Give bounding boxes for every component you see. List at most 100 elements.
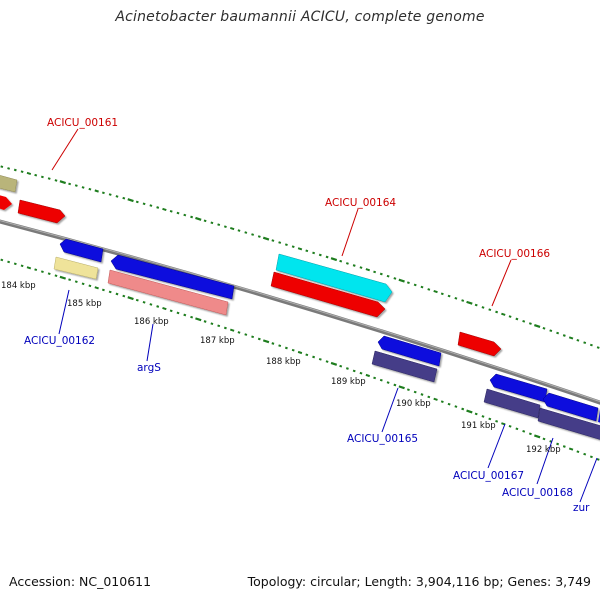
forward-tick bbox=[135, 200, 139, 204]
reverse-tick bbox=[88, 284, 92, 288]
gene-acicu-00165[interactable] bbox=[371, 350, 438, 383]
reverse-tick bbox=[122, 294, 126, 298]
label-zur[interactable]: zur bbox=[573, 502, 590, 514]
forward-tick bbox=[162, 207, 167, 211]
reverse-tick bbox=[576, 450, 580, 454]
forward-tick bbox=[488, 308, 492, 312]
label-acicu-00166[interactable]: ACICU_00166 bbox=[479, 248, 550, 260]
forward-tick bbox=[26, 171, 32, 175]
gene-blue-3[interactable] bbox=[489, 373, 548, 403]
reverse-tick bbox=[101, 288, 105, 292]
leader-acicu-00162 bbox=[58, 289, 70, 335]
reverse-tick bbox=[149, 303, 153, 306]
forward-tick bbox=[190, 215, 194, 219]
gene-acicu-00161[interactable] bbox=[17, 199, 66, 224]
forward-tick bbox=[393, 277, 397, 280]
label-acicu-00162[interactable]: ACICU_00162 bbox=[24, 335, 95, 347]
reverse-tick bbox=[223, 326, 227, 330]
reverse-tick bbox=[59, 275, 66, 280]
forward-tick bbox=[447, 294, 451, 298]
forward-tick bbox=[481, 306, 485, 309]
reverse-tick bbox=[427, 395, 431, 399]
forward-tick bbox=[508, 315, 512, 318]
forward-tick bbox=[108, 193, 112, 196]
forward-tick bbox=[81, 186, 85, 189]
label-acicu-00165[interactable]: ACICU_00165 bbox=[347, 433, 418, 445]
reverse-tick bbox=[251, 335, 255, 339]
leader-zur bbox=[579, 457, 598, 503]
forward-tick bbox=[583, 341, 587, 345]
gene-red-long[interactable] bbox=[270, 271, 386, 318]
gene-khaki-fragment[interactable] bbox=[0, 174, 18, 193]
forward-tick bbox=[88, 187, 92, 191]
label-acicu-00168[interactable]: ACICU_00168 bbox=[502, 487, 573, 499]
reverse-tick bbox=[20, 264, 24, 268]
forward-tick bbox=[217, 223, 221, 227]
reverse-tick bbox=[142, 300, 146, 304]
forward-tick bbox=[156, 206, 160, 209]
accession-text: Accession: NC_010611 bbox=[9, 574, 152, 589]
gene-acicu-00168[interactable] bbox=[537, 407, 600, 441]
forward-tick bbox=[454, 296, 458, 300]
reverse-tick bbox=[34, 268, 38, 272]
forward-tick bbox=[542, 326, 546, 330]
forward-tick bbox=[386, 274, 390, 278]
forward-tick bbox=[262, 236, 270, 241]
gene-blue-4[interactable] bbox=[542, 392, 599, 422]
reverse-tick bbox=[115, 292, 119, 296]
reverse-tick bbox=[262, 339, 270, 344]
gene-red-fragment[interactable] bbox=[0, 194, 12, 210]
reverse-tick bbox=[291, 348, 295, 352]
reverse-tick bbox=[440, 400, 444, 404]
reverse-tick bbox=[330, 361, 338, 366]
forward-tick bbox=[101, 191, 105, 195]
forward-tick bbox=[440, 292, 444, 296]
gene-args[interactable] bbox=[107, 269, 229, 316]
reverse-tick bbox=[26, 266, 32, 270]
leader-acicu-00166 bbox=[491, 259, 512, 307]
forward-tick bbox=[339, 259, 343, 263]
gene-acicu-00166[interactable] bbox=[457, 331, 502, 357]
gene-acicu-00162[interactable] bbox=[53, 256, 99, 280]
reverse-tick bbox=[271, 342, 275, 345]
label-acicu-00161[interactable]: ACICU_00161 bbox=[47, 117, 118, 129]
reverse-tick bbox=[325, 360, 329, 363]
leader-acicu-00167 bbox=[487, 423, 506, 469]
reverse-tick bbox=[454, 405, 458, 408]
gene-acicu-00164[interactable] bbox=[275, 253, 393, 303]
reverse-tick bbox=[190, 315, 194, 319]
forward-tick bbox=[47, 177, 51, 180]
reverse-tick bbox=[474, 412, 478, 416]
forward-tick bbox=[528, 322, 532, 325]
label-acicu-00164[interactable]: ACICU_00164 bbox=[325, 197, 396, 209]
reverse-tick bbox=[127, 296, 134, 301]
gene-blue-small-1[interactable] bbox=[59, 238, 104, 263]
forward-tick bbox=[466, 300, 473, 305]
forward-tick bbox=[284, 243, 288, 247]
reverse-tick bbox=[420, 393, 424, 396]
forward-tick bbox=[291, 245, 295, 249]
forward-tick bbox=[433, 290, 438, 294]
reverse-tick bbox=[318, 357, 322, 361]
forward-tick bbox=[413, 283, 417, 287]
reverse-tick bbox=[305, 353, 309, 357]
forward-tick bbox=[359, 266, 363, 269]
forward-tick bbox=[244, 231, 248, 234]
reverse-tick bbox=[81, 282, 85, 286]
reverse-tick bbox=[433, 397, 438, 401]
reverse-tick bbox=[40, 270, 44, 274]
reverse-tick bbox=[345, 367, 349, 370]
forward-tick bbox=[34, 173, 38, 177]
forward-tick bbox=[330, 257, 338, 262]
label-acicu-00167[interactable]: ACICU_00167 bbox=[453, 470, 524, 482]
gene-blue-2[interactable] bbox=[377, 335, 442, 367]
reverse-tick bbox=[393, 383, 397, 387]
reverse-tick bbox=[488, 417, 492, 421]
forward-tick bbox=[501, 312, 506, 316]
gene-features bbox=[0, 174, 600, 441]
gene-acicu-00167[interactable] bbox=[483, 388, 541, 419]
gene-blue-long[interactable] bbox=[110, 254, 235, 300]
reverse-tick bbox=[108, 290, 112, 294]
forward-tick bbox=[576, 338, 580, 342]
label-args[interactable]: argS bbox=[137, 362, 161, 374]
